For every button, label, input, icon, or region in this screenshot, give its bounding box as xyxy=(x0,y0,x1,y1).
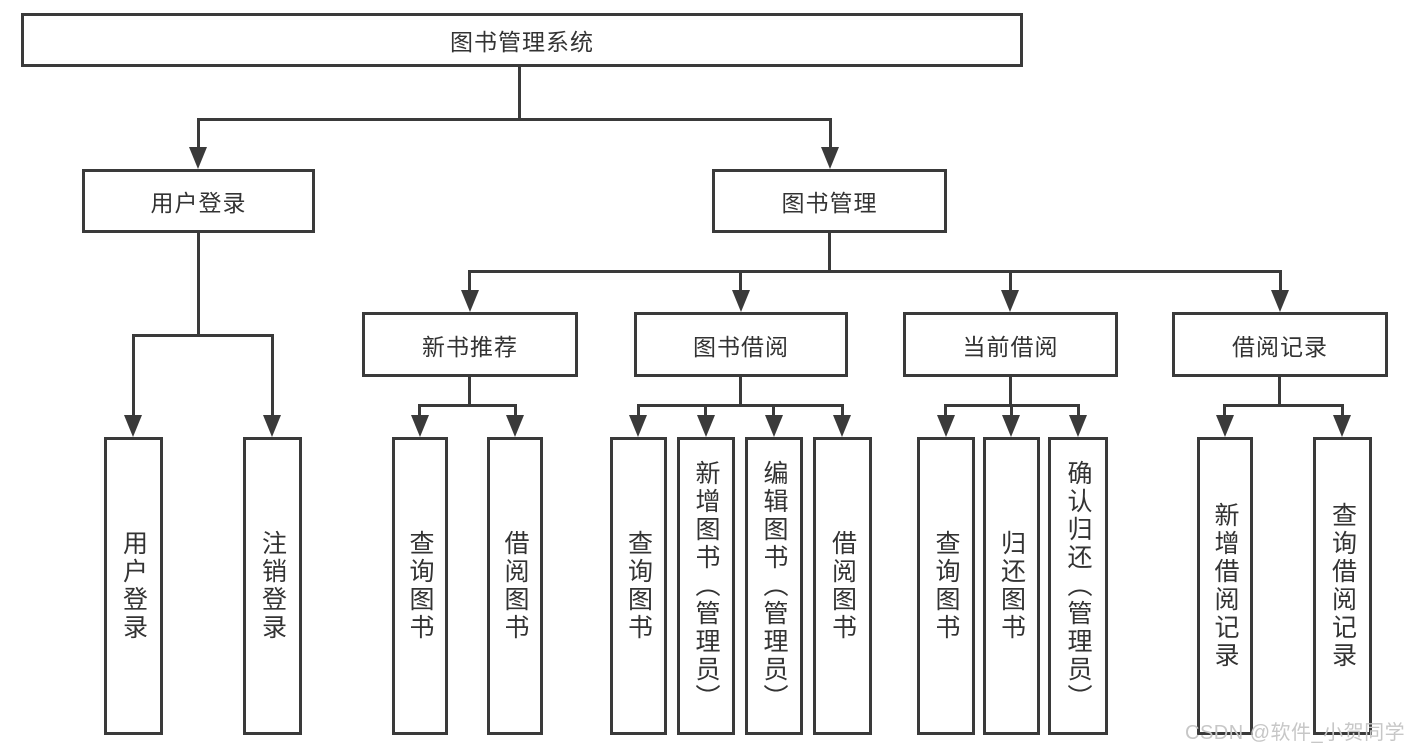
connector-line xyxy=(1009,377,1012,407)
leaf-confirm-return-admin: 确认归还（管理员） xyxy=(1048,437,1108,735)
arrowhead-icon xyxy=(1001,290,1019,312)
arrowhead-icon xyxy=(833,415,851,437)
connector-line xyxy=(132,334,274,337)
connector-line xyxy=(468,377,471,407)
connector-line xyxy=(132,334,135,417)
connector-line xyxy=(518,67,521,121)
node-label: 图书管理 xyxy=(781,190,878,216)
connector-line xyxy=(468,270,1282,273)
connector-line xyxy=(1009,270,1012,292)
connector-line xyxy=(739,377,742,407)
connector-line xyxy=(1279,270,1282,292)
leaf-borrow-books-1: 借阅图书 xyxy=(487,437,543,735)
connector-line xyxy=(829,118,832,150)
arrowhead-icon xyxy=(411,415,429,437)
node-root: 图书管理系统 xyxy=(21,13,1023,67)
leaf-label: 新增图书（管理员） xyxy=(692,460,720,712)
leaf-label: 查询图书 xyxy=(406,530,434,642)
leaf-borrow-books-2: 借阅图书 xyxy=(813,437,872,735)
leaf-query-borrow-record: 查询借阅记录 xyxy=(1313,437,1372,735)
connector-line xyxy=(418,404,421,418)
arrowhead-icon xyxy=(124,415,142,437)
node-new-book-recommend: 新书推荐 xyxy=(362,312,578,377)
arrowhead-icon xyxy=(1002,415,1020,437)
leaf-label: 借阅图书 xyxy=(828,530,857,642)
leaf-edit-books-admin: 编辑图书（管理员） xyxy=(745,437,803,735)
arrowhead-icon xyxy=(629,415,647,437)
node-label: 用户登录 xyxy=(150,190,247,216)
watermark: CSDN @软件_小贺同学 xyxy=(1185,722,1405,744)
leaf-label: 确认归还（管理员） xyxy=(1064,460,1092,712)
connector-line xyxy=(468,270,471,292)
arrowhead-icon xyxy=(1333,415,1351,437)
connector-line xyxy=(514,404,517,418)
leaf-label: 用户登录 xyxy=(119,530,148,642)
leaf-label: 编辑图书（管理员） xyxy=(760,460,788,712)
connector-line xyxy=(944,404,947,418)
arrowhead-icon xyxy=(189,147,207,169)
connector-line xyxy=(739,270,742,292)
arrowhead-icon xyxy=(1069,415,1087,437)
connector-line xyxy=(1223,404,1226,418)
node-root-label: 图书管理系统 xyxy=(450,29,594,55)
node-label: 借阅记录 xyxy=(1232,333,1328,360)
leaf-label: 注销登录 xyxy=(258,530,287,642)
leaf-logout: 注销登录 xyxy=(243,437,302,735)
node-label: 图书借阅 xyxy=(693,333,789,360)
connector-line xyxy=(197,118,200,150)
arrowhead-icon xyxy=(937,415,955,437)
leaf-label: 查询图书 xyxy=(624,530,653,642)
leaf-label: 查询借阅记录 xyxy=(1328,502,1357,670)
leaf-return-books: 归还图书 xyxy=(983,437,1040,735)
leaf-label: 新增借阅记录 xyxy=(1211,502,1239,670)
node-book-borrow: 图书借阅 xyxy=(634,312,848,377)
arrowhead-icon xyxy=(1216,415,1234,437)
arrowhead-icon xyxy=(697,415,715,437)
arrowhead-icon xyxy=(461,290,479,312)
arrowhead-icon xyxy=(506,415,524,437)
arrowhead-icon xyxy=(732,290,750,312)
leaf-label: 借阅图书 xyxy=(501,530,529,642)
arrowhead-icon xyxy=(765,415,783,437)
connector-line xyxy=(1278,377,1281,407)
node-user-login: 用户登录 xyxy=(82,169,315,233)
connector-line xyxy=(704,404,707,418)
arrowhead-icon xyxy=(1271,290,1289,312)
leaf-label: 查询图书 xyxy=(932,530,960,642)
connector-line xyxy=(1077,404,1080,418)
node-book-management: 图书管理 xyxy=(712,169,947,233)
connector-line xyxy=(271,334,274,417)
connector-line xyxy=(637,404,640,418)
leaf-query-books-1: 查询图书 xyxy=(392,437,448,735)
connector-line xyxy=(828,233,831,273)
connector-line xyxy=(197,233,200,337)
connector-line xyxy=(1010,404,1013,418)
leaf-query-books-3: 查询图书 xyxy=(917,437,975,735)
leaf-add-books-admin: 新增图书（管理员） xyxy=(677,437,735,735)
connector-line xyxy=(418,404,517,407)
arrowhead-icon xyxy=(821,147,839,169)
leaf-add-borrow-record: 新增借阅记录 xyxy=(1197,437,1253,735)
arrowhead-icon xyxy=(263,415,281,437)
leaf-query-books-2: 查询图书 xyxy=(610,437,667,735)
connector-line xyxy=(772,404,775,418)
node-label: 新书推荐 xyxy=(422,333,518,360)
leaf-user-login: 用户登录 xyxy=(104,437,163,735)
node-borrow-record: 借阅记录 xyxy=(1172,312,1388,377)
connector-line xyxy=(1341,404,1344,418)
leaf-label: 归还图书 xyxy=(997,530,1026,642)
connector-line xyxy=(1223,404,1344,407)
node-label: 当前借阅 xyxy=(962,333,1059,360)
connector-line xyxy=(637,404,844,407)
node-current-borrow: 当前借阅 xyxy=(903,312,1118,377)
connector-line xyxy=(197,118,832,121)
connector-line xyxy=(841,404,844,418)
